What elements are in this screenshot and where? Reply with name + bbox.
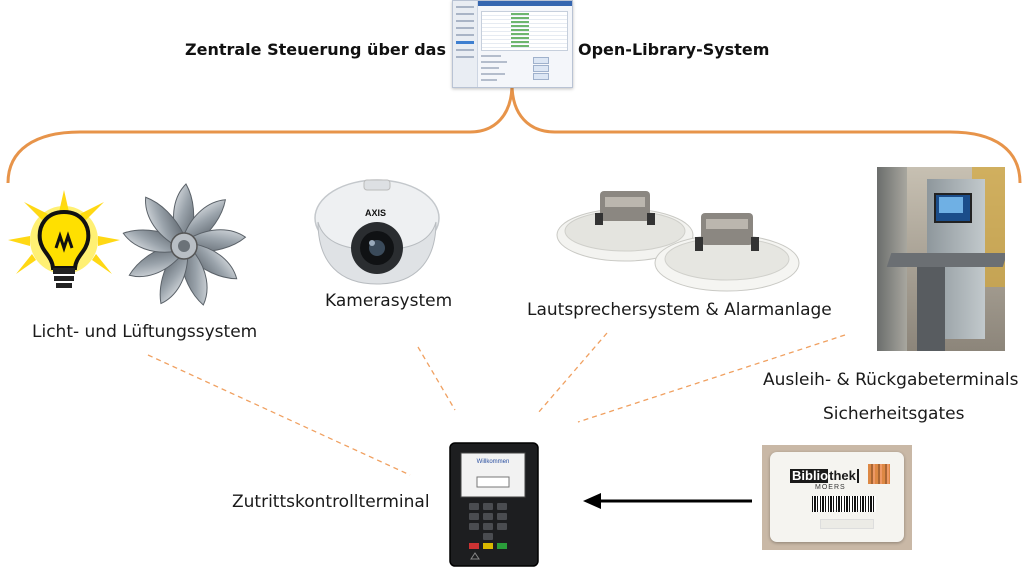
brace-connector [6, 83, 1022, 184]
open-library-screenshot-icon [452, 0, 573, 88]
access-control-terminal-icon: Willkommen [449, 442, 539, 567]
dashed-link-light [147, 354, 411, 476]
label-speaker-alarm: Lautsprechersystem & Alarmanlage [527, 300, 832, 320]
dashed-link-camera [417, 346, 456, 411]
label-security-gates: Sicherheitsgates [823, 404, 965, 424]
light-bulb-icon [8, 190, 120, 288]
label-light-ventilation: Licht- und Lüftungssystem [32, 322, 258, 342]
terminal-screen-title: Willkommen [477, 459, 510, 465]
label-camera-system: Kamerasystem [325, 291, 453, 311]
camera-brand: AXIS [365, 208, 386, 218]
dashed-link-terminals [577, 334, 846, 423]
library-card-photo: Bibliothek MOERS [762, 445, 912, 550]
header-left-text: Zentrale Steuerung über das [185, 40, 446, 59]
dome-camera-icon: AXIS [314, 179, 440, 285]
card-logo-text: Bibliothek [790, 468, 859, 483]
label-access-terminal: Zutrittskontrollterminal [232, 492, 430, 512]
self-service-kiosk-photo [877, 167, 1005, 351]
arrow-head [583, 493, 601, 509]
header-right-text: Open-Library-System [578, 40, 770, 59]
card-logo-sub: MOERS [815, 484, 846, 491]
dashed-link-speaker [537, 332, 608, 414]
ceiling-speaker-icon [556, 191, 800, 292]
ventilation-fan-icon [120, 183, 248, 309]
label-terminals: Ausleih- & Rückgabeterminals [763, 370, 1019, 390]
